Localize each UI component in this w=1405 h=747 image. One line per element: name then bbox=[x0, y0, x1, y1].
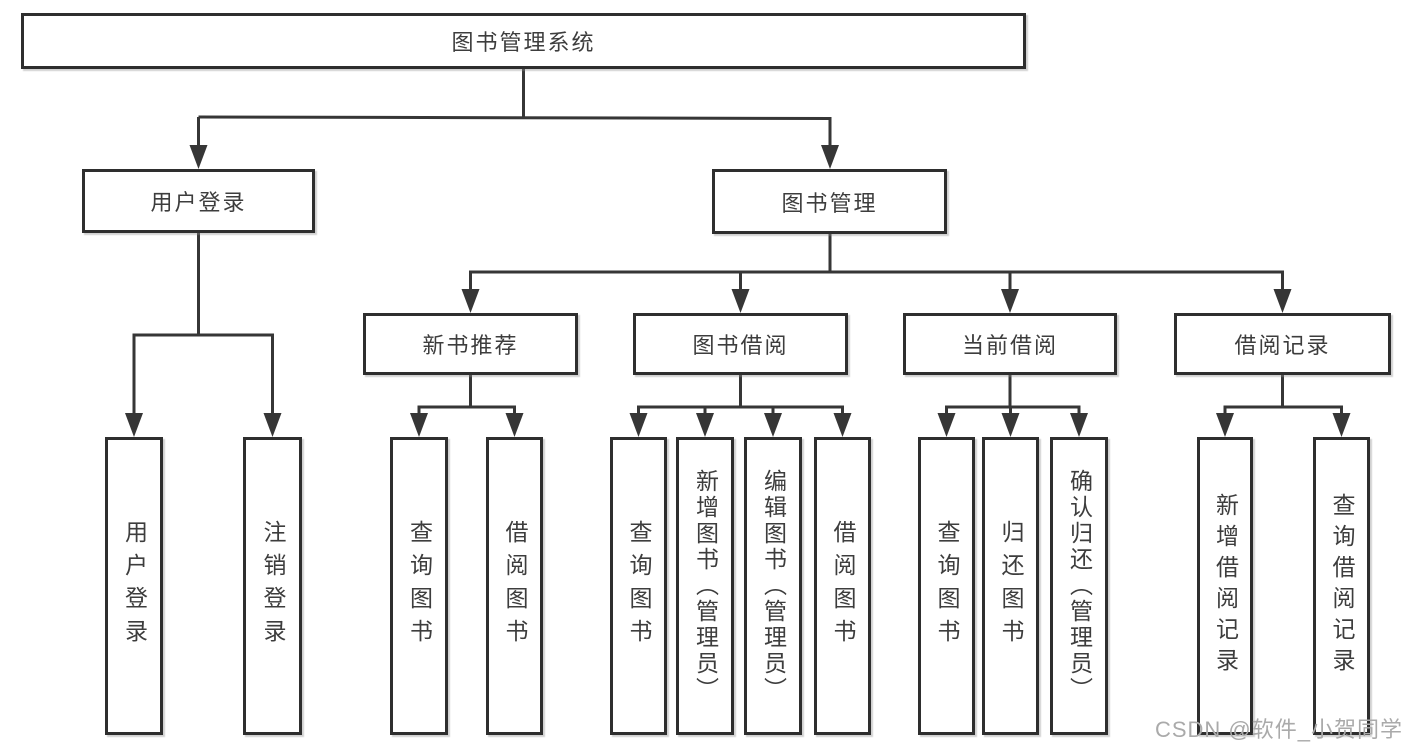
arrowhead-down-icon bbox=[629, 413, 648, 437]
csdn-watermark: CSDN @软件_小贺同学 bbox=[1154, 717, 1403, 742]
arrowhead-down-icon bbox=[731, 289, 750, 313]
arrowhead-down-icon bbox=[1216, 413, 1234, 437]
leaf-logout-login: 注销登录 bbox=[243, 437, 302, 735]
node-library-system-root: 图书管理系统 bbox=[21, 13, 1026, 69]
node-label: 借阅图书 bbox=[502, 520, 528, 652]
leaf-return-books: 归还图书 bbox=[982, 437, 1039, 735]
arrowhead-down-icon bbox=[461, 289, 480, 313]
arrowhead-down-icon bbox=[764, 413, 782, 437]
arrowhead-down-icon bbox=[1001, 289, 1019, 313]
node-label: 归还图书 bbox=[998, 520, 1024, 652]
node-current-borrowing: 当前借阅 bbox=[903, 313, 1117, 375]
node-label: 借阅记录 bbox=[1234, 333, 1331, 358]
node-new-book-recommendation: 新书推荐 bbox=[363, 313, 578, 375]
node-label: 新书推荐 bbox=[422, 333, 519, 358]
node-book-management: 图书管理 bbox=[712, 169, 947, 234]
leaf-query-books-borrowing: 查询图书 bbox=[610, 437, 667, 735]
connector-line bbox=[198, 115, 831, 120]
leaf-borrow-books-borrowing: 借阅图书 bbox=[814, 437, 871, 735]
node-label: 新增借阅记录 bbox=[1212, 493, 1239, 679]
node-label: 图书管理 bbox=[781, 190, 878, 216]
node-label: 查询图书 bbox=[626, 520, 652, 652]
node-borrowing-records: 借阅记录 bbox=[1174, 313, 1391, 375]
arrowhead-down-icon bbox=[821, 145, 839, 169]
leaf-add-books-admin: 新增图书（管理员） bbox=[676, 437, 734, 735]
leaf-query-books-recommend: 查询图书 bbox=[390, 437, 448, 735]
arrowhead-down-icon bbox=[1001, 413, 1020, 437]
node-label: 查询借阅记录 bbox=[1329, 493, 1355, 679]
leaf-borrow-books-recommend: 借阅图书 bbox=[486, 437, 543, 735]
arrowhead-down-icon bbox=[696, 413, 714, 437]
arrowhead-down-icon bbox=[833, 413, 852, 437]
leaf-user-login: 用户登录 bbox=[105, 437, 163, 735]
arrowhead-down-icon bbox=[189, 145, 208, 169]
node-label: 编辑图书（管理员） bbox=[760, 469, 787, 703]
node-label: 借阅图书 bbox=[830, 520, 856, 652]
arrowhead-down-icon bbox=[263, 413, 282, 437]
leaf-add-borrowing-record: 新增借阅记录 bbox=[1197, 437, 1253, 735]
leaf-edit-books-admin: 编辑图书（管理员） bbox=[744, 437, 802, 735]
arrowhead-down-icon bbox=[1332, 413, 1351, 437]
node-label: 用户登录 bbox=[121, 520, 148, 652]
node-book-borrowing: 图书借阅 bbox=[633, 313, 848, 375]
arrowhead-down-icon bbox=[125, 413, 143, 437]
node-label: 注销登录 bbox=[260, 520, 286, 652]
node-user-login: 用户登录 bbox=[82, 169, 315, 233]
node-label: 当前借阅 bbox=[961, 333, 1058, 358]
arrowhead-down-icon bbox=[410, 413, 428, 437]
leaf-confirm-return-admin: 确认归还（管理员） bbox=[1050, 437, 1108, 735]
node-label: 查询图书 bbox=[406, 520, 433, 652]
node-label: 查询图书 bbox=[934, 520, 960, 652]
arrowhead-down-icon bbox=[1273, 289, 1292, 313]
node-label: 确认归还（管理员） bbox=[1066, 469, 1093, 703]
node-label: 图书借阅 bbox=[692, 333, 789, 358]
node-label: 用户登录 bbox=[150, 190, 247, 215]
node-label: 新增图书（管理员） bbox=[692, 469, 719, 703]
arrowhead-down-icon bbox=[937, 413, 956, 437]
node-label: 图书管理系统 bbox=[451, 30, 596, 55]
arrowhead-down-icon bbox=[505, 413, 524, 437]
arrowhead-down-icon bbox=[1070, 413, 1088, 437]
leaf-query-books-current: 查询图书 bbox=[918, 437, 975, 735]
leaf-query-borrowing-record: 查询借阅记录 bbox=[1313, 437, 1370, 735]
